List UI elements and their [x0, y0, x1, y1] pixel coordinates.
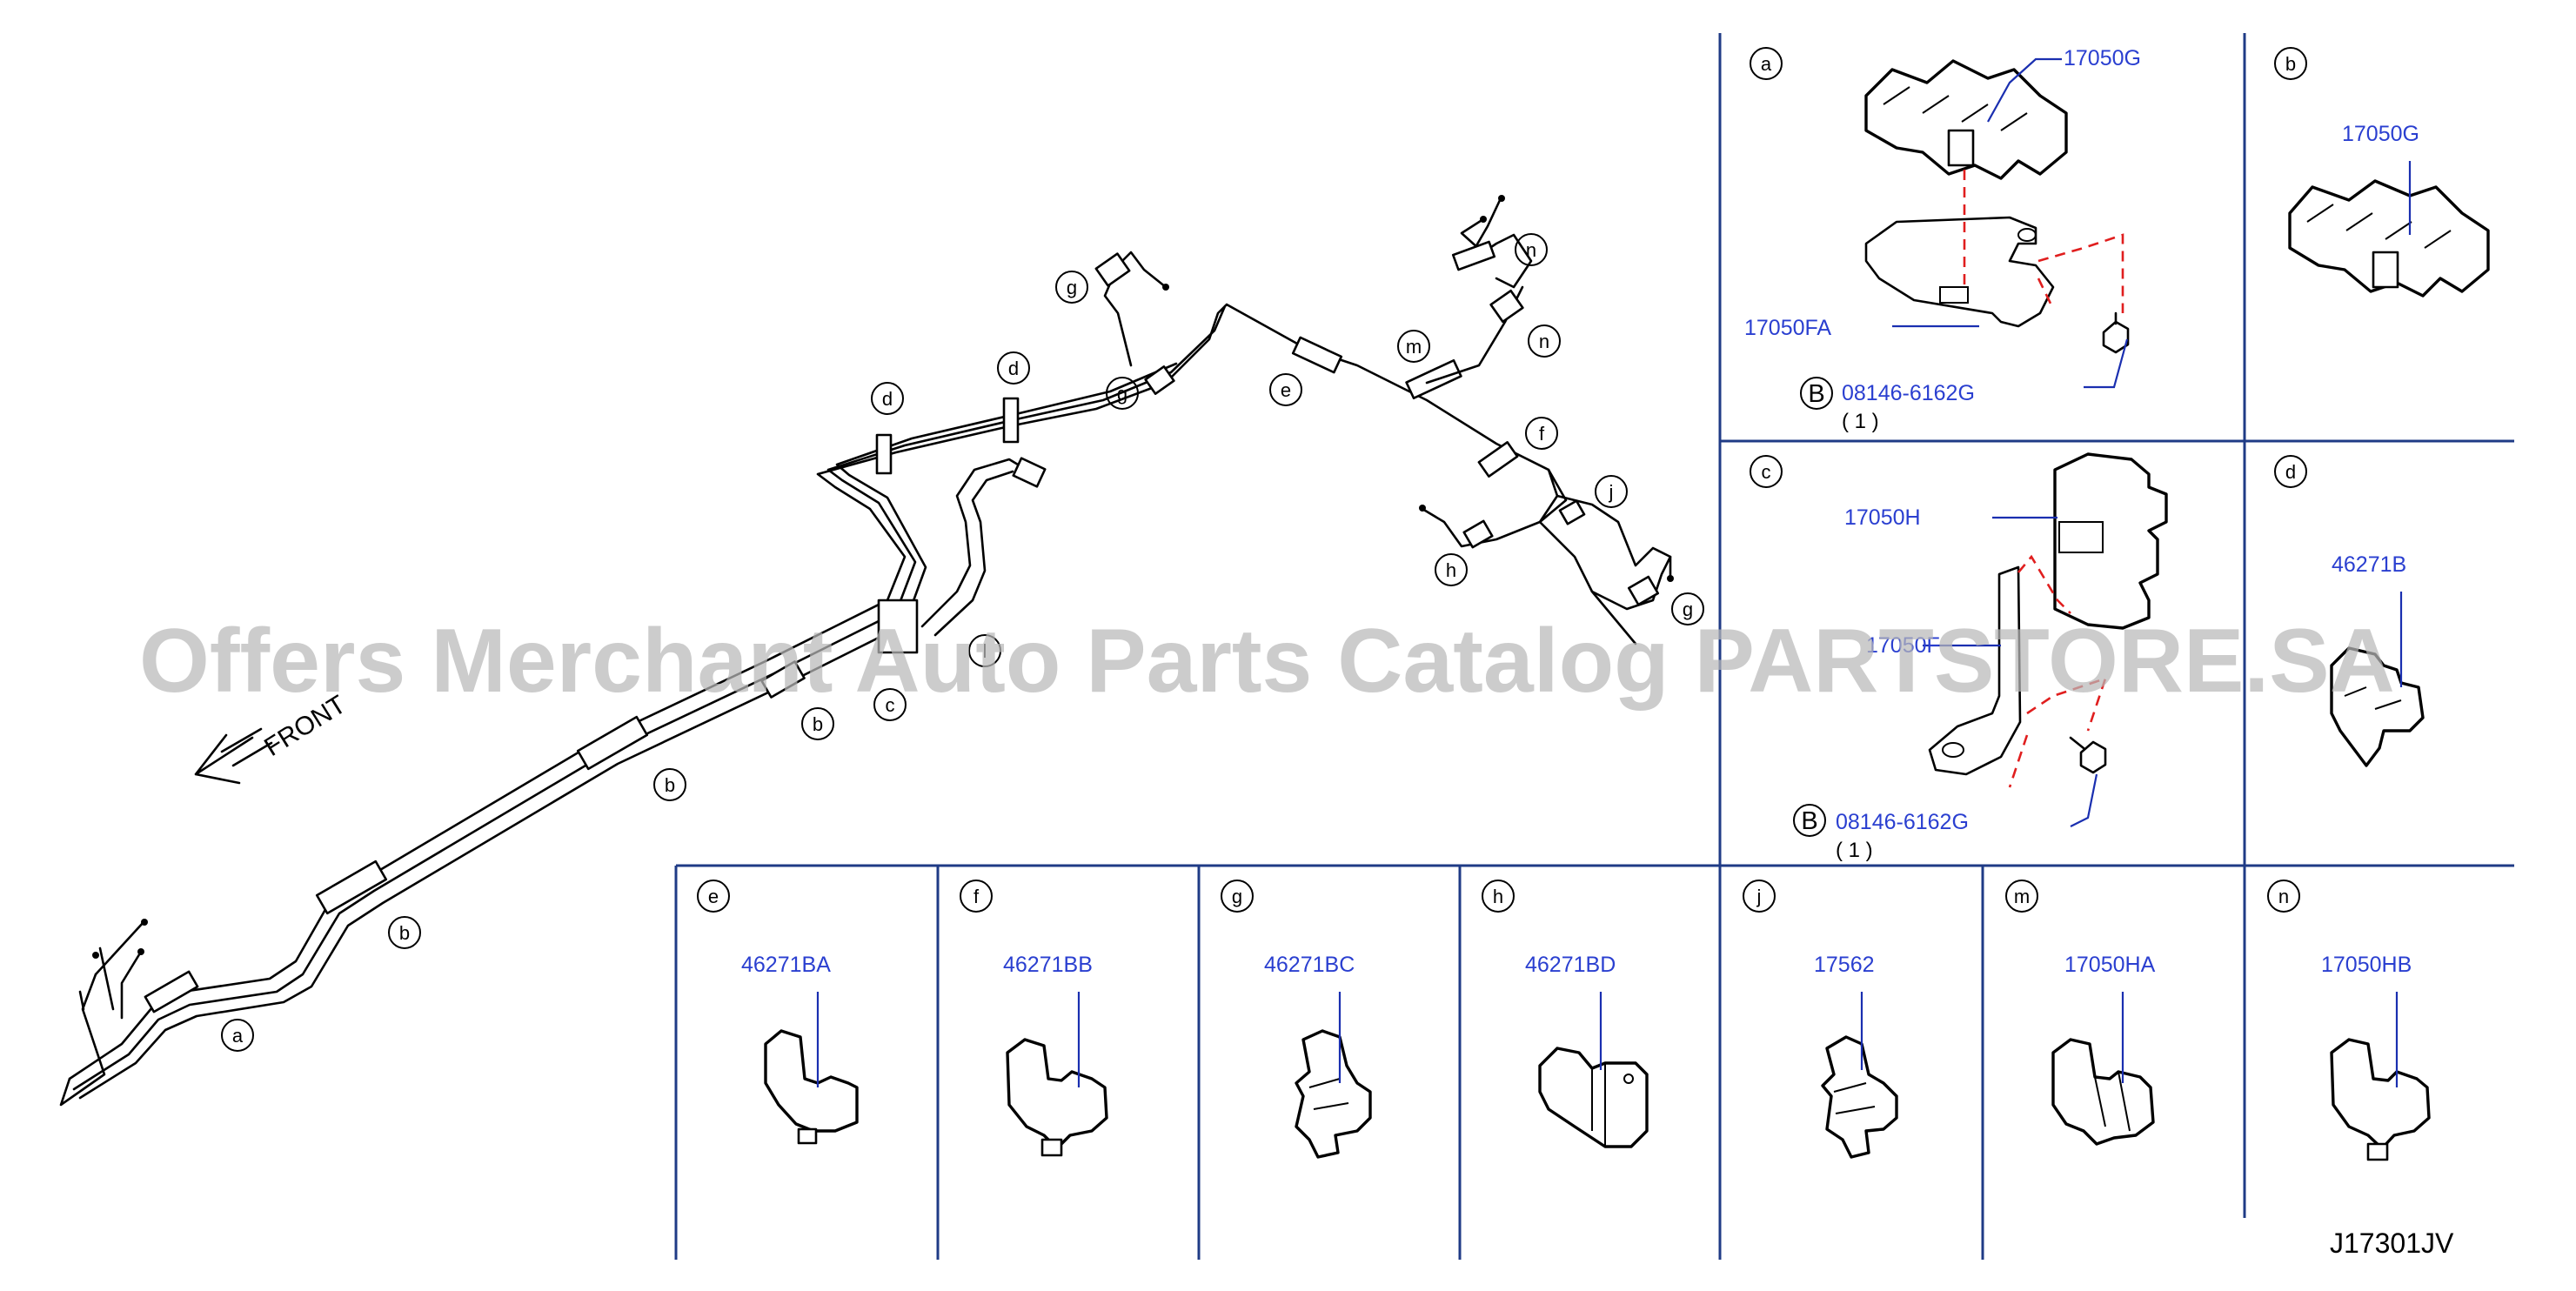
pn-17050G-a: 17050G [2064, 46, 2141, 70]
svg-text:e: e [708, 886, 719, 907]
panel-n: n 17050HB [2267, 880, 2431, 1161]
svg-text:h: h [1446, 559, 1456, 581]
svg-text:f: f [974, 886, 980, 907]
svg-text:l: l [983, 640, 987, 662]
svg-text:m: m [1406, 336, 1422, 358]
panel-c: c 17050H 17050F B 08146-6162G ( 1 ) [1750, 452, 2168, 862]
svg-text:n: n [1526, 239, 1536, 261]
watermark: Offers Merchant Auto Parts Catalog PARTS… [139, 611, 2395, 712]
pn-17050FA: 17050FA [1744, 316, 1831, 340]
pn-17050H: 17050H [1844, 505, 1921, 530]
panel-g: g 46271BC [1221, 880, 1372, 1159]
diagram-id: J17301JV [2330, 1227, 2454, 1259]
pn-46271BC: 46271BC [1264, 953, 1355, 977]
qty-a: ( 1 ) [1842, 410, 1879, 433]
svg-text:b: b [399, 922, 410, 944]
callout-a-main: a [221, 1019, 254, 1052]
clip-17050G-b [2288, 179, 2490, 298]
callout-e-main: e [1269, 373, 1302, 406]
pn-17050F: 17050F [1866, 633, 1940, 658]
callout-n-1: n [1515, 233, 1548, 266]
pn-08146-6162G-c: 08146-6162G [1836, 810, 1969, 834]
ref-B-a: B [1800, 377, 1833, 410]
callout-b-1: b [388, 916, 421, 949]
svg-text:m: m [2014, 886, 2030, 907]
svg-text:g: g [1683, 599, 1693, 620]
callout-n-2: n [1528, 324, 1561, 358]
panel-grid [674, 33, 2514, 1260]
callout-f-main: f [1525, 417, 1558, 450]
svg-text:n: n [1539, 331, 1549, 352]
svg-text:g: g [1067, 277, 1077, 298]
panel-d: d 46271B [2274, 455, 2425, 767]
pn-17050G-b: 17050G [2342, 122, 2419, 146]
svg-text:d: d [882, 388, 893, 410]
panel-m: m 17050HA [2005, 880, 2156, 1146]
callout-g-1: g [1055, 271, 1088, 304]
svg-text:j: j [1756, 886, 1762, 907]
pn-17050HA: 17050HA [2064, 953, 2156, 977]
brake-tube-assembly [59, 195, 1674, 1107]
panel-a: a 17050G 17050FA B 08146-6162G ( 1 ) [1744, 46, 2141, 433]
svg-text:b: b [813, 713, 823, 735]
callout-l-main: l [968, 634, 1001, 667]
pn-46271B: 46271B [2332, 552, 2406, 577]
pn-08146-6162G-a: 08146-6162G [1842, 381, 1975, 405]
panel-j: j 17562 [1743, 880, 1898, 1159]
qty-c: ( 1 ) [1836, 839, 1873, 862]
callout-d-1: d [871, 382, 904, 415]
svg-text:b: b [2285, 53, 2296, 75]
callout-j-main: j [1595, 475, 1628, 508]
pn-46271BA: 46271BA [741, 953, 831, 977]
svg-text:b: b [665, 774, 675, 796]
svg-text:f: f [1539, 423, 1545, 445]
panel-h: h 46271BD [1482, 880, 1649, 1148]
svg-text:d: d [2285, 461, 2296, 483]
svg-text:B: B [1801, 807, 1817, 835]
svg-text:B: B [1808, 380, 1824, 408]
svg-text:h: h [1493, 886, 1503, 907]
pn-17050HB: 17050HB [2321, 953, 2412, 977]
callout-d-2: d [997, 351, 1030, 385]
callout-c-main: c [873, 688, 907, 721]
pn-46271BD: 46271BD [1525, 953, 1616, 977]
callout-h-main: h [1435, 553, 1468, 586]
pn-46271BB: 46271BB [1003, 953, 1093, 977]
panel-b: b 17050G [2274, 47, 2490, 298]
callout-g-3: g [1671, 592, 1704, 625]
panel-a-letter: a [1761, 53, 1772, 75]
svg-text:e: e [1281, 379, 1291, 401]
callout-g-2: g [1106, 377, 1139, 410]
panel-e: e 46271BA [697, 880, 859, 1145]
main-callouts: a b b b c d d e g g m n n f j h g l [221, 233, 1704, 1052]
svg-text:n: n [2278, 886, 2289, 907]
pn-17562: 17562 [1814, 953, 1875, 977]
callout-m-main: m [1397, 330, 1430, 363]
svg-text:c: c [1762, 461, 1771, 483]
svg-text:j: j [1609, 481, 1614, 503]
callout-b-3: b [801, 707, 834, 740]
svg-text:d: d [1008, 358, 1019, 379]
svg-text:a: a [232, 1025, 244, 1047]
callout-b-2: b [653, 768, 686, 801]
panel-f: f 46271BB [960, 880, 1108, 1157]
svg-text:g: g [1232, 886, 1242, 907]
ref-B-c: B [1793, 804, 1826, 837]
svg-text:g: g [1117, 383, 1127, 405]
clip-17050G-a [1864, 59, 2068, 180]
svg-text:c: c [886, 694, 895, 716]
